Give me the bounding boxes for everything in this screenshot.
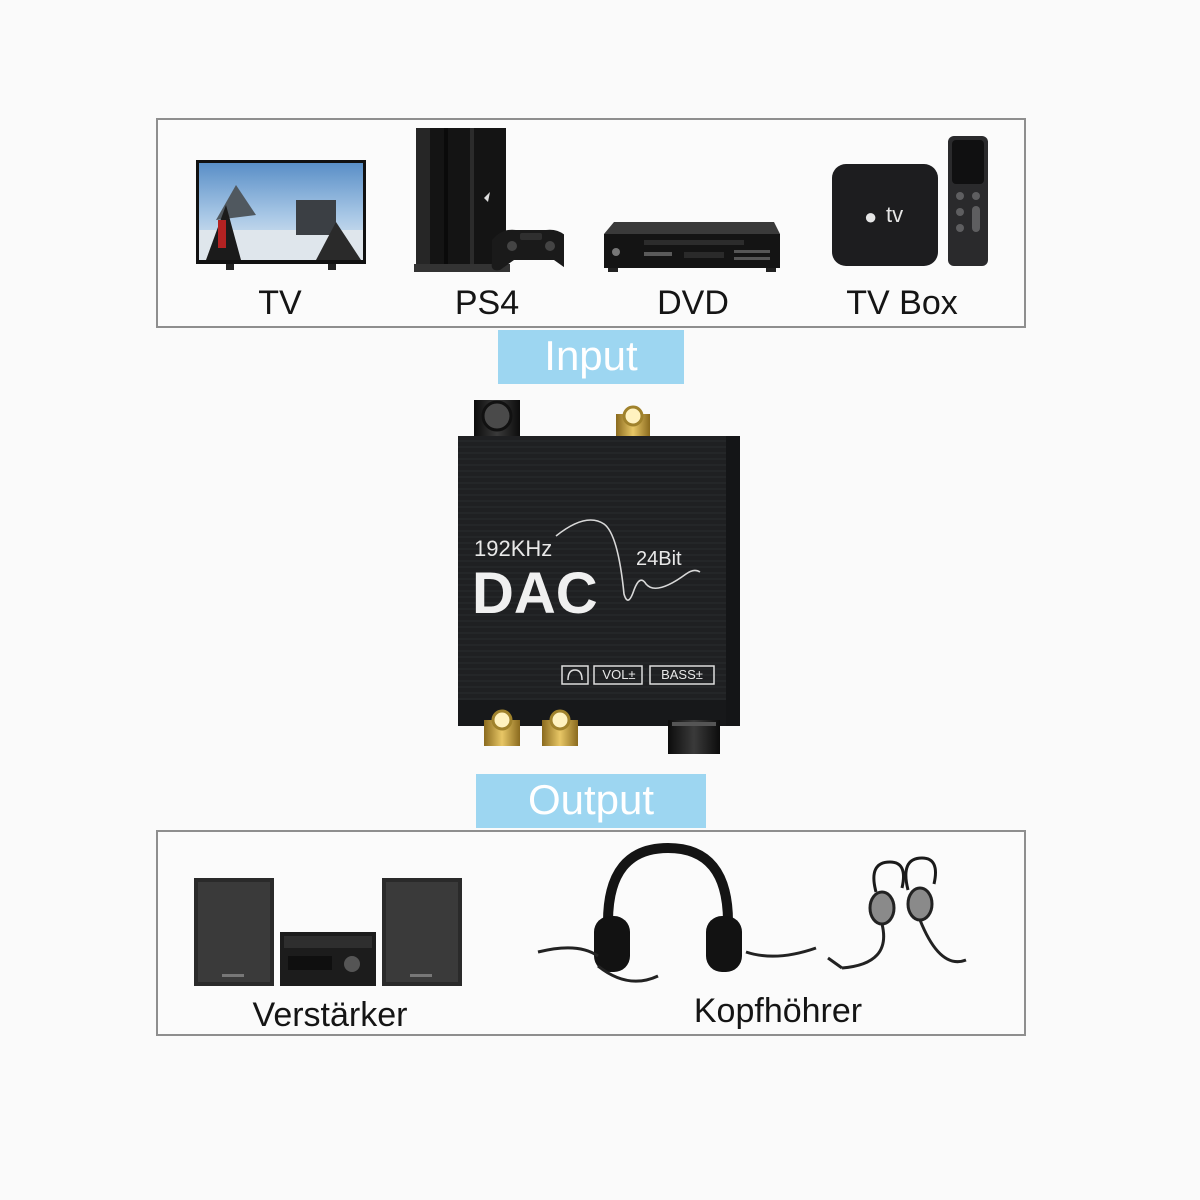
output-tag: Output [476,774,706,828]
tv-box-icon: ● tv [830,134,990,270]
svg-text:●: ● [864,204,877,229]
dac-converter-device [440,390,752,770]
headphones-icon [536,842,972,992]
device-label-headphones: Kopfhöhrer [693,992,863,1030]
ps4-console-icon [414,128,564,278]
device-label-amplifier: Verstärker [252,996,408,1034]
dvd-player-icon [604,222,780,272]
dac-vol-label: VOL± [602,667,636,682]
device-label-dvd: DVD [657,284,729,322]
amplifier-speakers-icon [192,876,466,988]
tv-box-logo-text: tv [886,202,903,227]
input-tag: Input [498,330,684,384]
dac-title-text: DAC [472,561,598,626]
device-label-ps4: PS4 [454,284,520,322]
dac-bit-depth-text: 24Bit [636,548,682,570]
dac-bass-label: BASS± [661,667,703,682]
tv-icon [196,160,366,270]
device-label-tv: TV [258,284,302,322]
device-label-tv-box: TV Box [846,284,958,322]
dac-frequency-text: 192KHz [474,536,553,561]
